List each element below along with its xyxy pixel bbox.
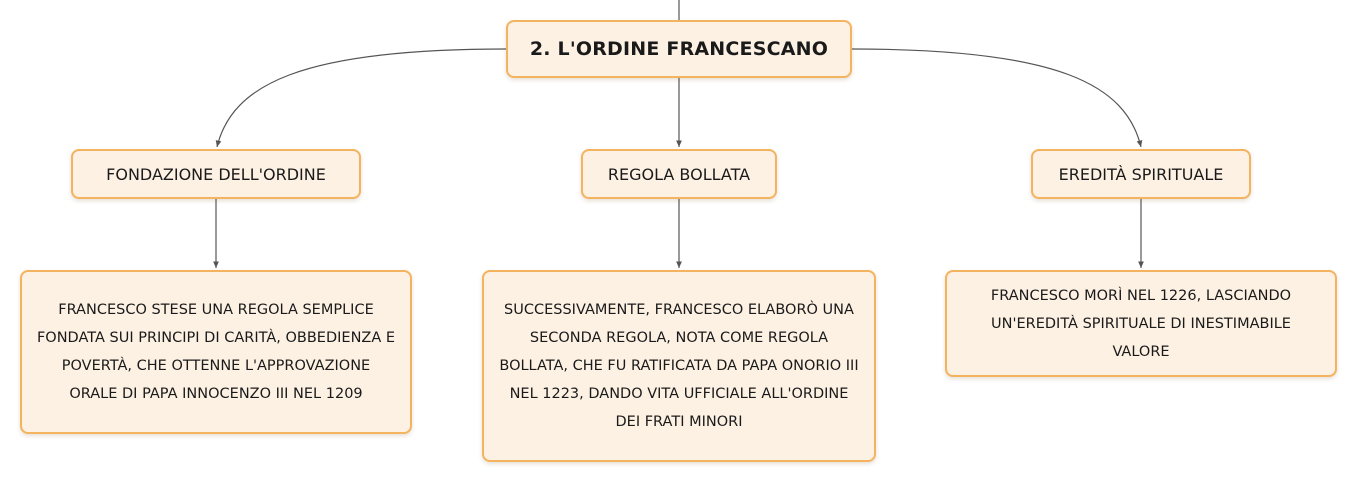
topic-node-regola[interactable]: REGOLA BOLLATA [581, 149, 777, 199]
topic-label-fondazione: FONDAZIONE DELL'ORDINE [106, 164, 326, 184]
topic-node-eredita[interactable]: EREDITÀ SPIRITUALE [1031, 149, 1251, 199]
detail-text-fondazione: FRANCESCO STESE UNA REGOLA SEMPLICE FOND… [36, 302, 396, 402]
connector-root-to-fondazione [215, 48, 507, 148]
root-node[interactable]: 2. L'ORDINE FRANCESCANO [506, 20, 852, 78]
topic-label-regola: REGOLA BOLLATA [607, 164, 751, 184]
detail-node-fondazione[interactable]: FRANCESCO STESE UNA REGOLA SEMPLICE FOND… [20, 270, 412, 434]
topic-node-fondazione[interactable]: FONDAZIONE DELL'ORDINE [71, 149, 361, 199]
detail-node-regola[interactable]: SUCCESSIVAMENTE, FRANCESCO ELABORÒ UNA S… [482, 270, 876, 462]
root-title: 2. L'ORDINE FRANCESCANO [529, 38, 829, 60]
connector-root-to-eredita [851, 48, 1143, 148]
detail-text-eredita: FRANCESCO MORÌ NEL 1226, LASCIANDO UN'ER… [990, 287, 1292, 360]
topic-label-eredita: EREDITÀ SPIRITUALE [1058, 164, 1224, 184]
detail-text-regola: SUCCESSIVAMENTE, FRANCESCO ELABORÒ UNA S… [499, 302, 859, 430]
detail-node-eredita[interactable]: FRANCESCO MORÌ NEL 1226, LASCIANDO UN'ER… [945, 270, 1337, 377]
